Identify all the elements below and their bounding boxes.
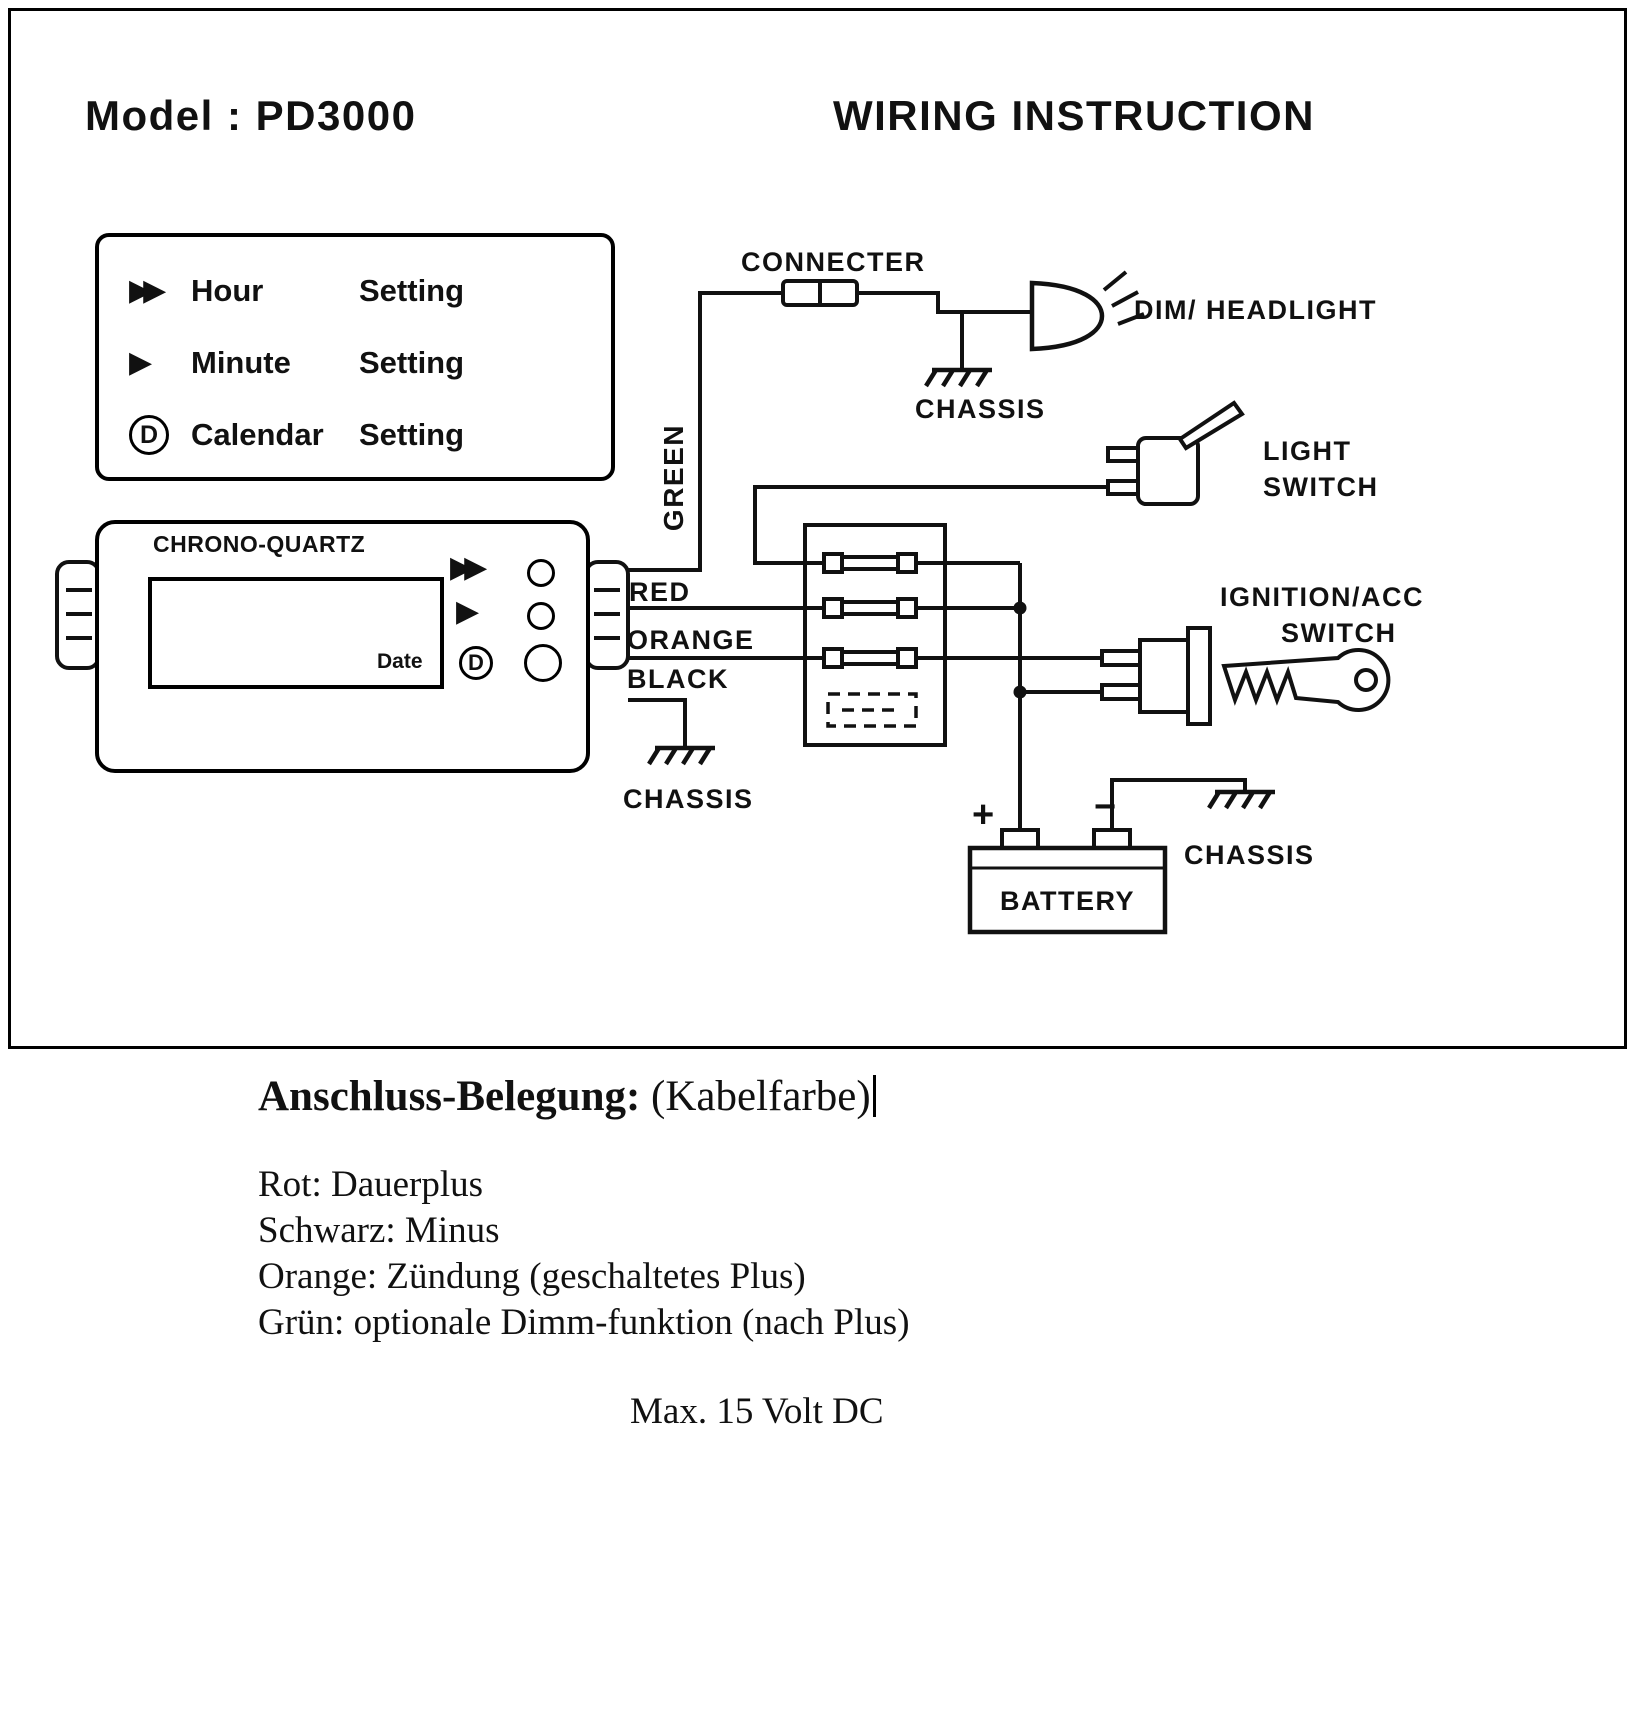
minute-arrow-icon: ▶	[129, 345, 153, 380]
black-wire-label: BLACK	[627, 664, 729, 694]
wiring-diagram-art	[55, 270, 1391, 935]
model-title: Model : PD3000	[85, 92, 417, 139]
legend-hour-label: Hour	[191, 273, 264, 308]
notes-heading: Anschluss-Belegung: (Kabelfarbe)	[258, 1072, 876, 1121]
notes-body: Rot: Dauerplus Schwarz: Minus Orange: Zü…	[258, 1162, 910, 1346]
max-voltage-note: Max. 15 Volt DC	[630, 1391, 884, 1432]
legend-calendar-setting: Setting	[359, 417, 465, 452]
ignition-switch-label-1: IGNITION/ACC	[1220, 582, 1424, 612]
text-caret	[872, 1075, 876, 1117]
device-minute-button[interactable]	[527, 602, 555, 630]
date-label: Date	[377, 650, 423, 673]
note-line-orange: Orange: Zündung (geschaltetes Plus)	[258, 1256, 806, 1297]
connecter-symbol	[781, 279, 859, 307]
wires	[628, 291, 1247, 830]
device-brand: CHRONO-QUARTZ	[153, 531, 366, 557]
light-switch-icon	[1106, 400, 1245, 506]
chassis-ground-headlight-icon	[924, 367, 992, 388]
notes-heading-suffix: (Kabelfarbe)	[640, 1073, 871, 1120]
calendar-d-icon: D	[129, 415, 191, 455]
note-line-schwarz: Schwarz: Minus	[258, 1210, 500, 1251]
battery-icon	[967, 828, 1168, 935]
green-wire-label: GREEN	[658, 424, 689, 532]
chassis-ground-clock-icon	[647, 745, 715, 766]
device-d-button[interactable]: D	[459, 646, 493, 680]
legend-row-minute: ▶ Minute Setting	[129, 327, 611, 399]
battery-minus-sign: −	[1094, 786, 1117, 828]
chassis-clock-label: CHASSIS	[623, 784, 754, 814]
light-switch-label-1: LIGHT	[1263, 436, 1352, 466]
battery-plus-sign: +	[972, 794, 995, 836]
chassis-ground-battery-icon	[1207, 789, 1275, 810]
legend-box: ▶▶ Hour Setting ▶ Minute Setting D Calen…	[95, 233, 615, 481]
legend-minute-label: Minute	[191, 345, 291, 380]
key-icon	[1221, 648, 1391, 712]
fuses	[822, 552, 918, 728]
device-hour-button-icon[interactable]: ▶▶	[450, 550, 487, 585]
legend-row-calendar: D Calendar Setting	[129, 399, 611, 471]
dim-headlight-label: DIM/ HEADLIGHT	[1134, 295, 1377, 325]
red-wire-label: RED	[629, 577, 691, 607]
connecter-label: CONNECTER	[741, 247, 926, 277]
ignition-switch-icon	[1100, 626, 1212, 726]
legend-row-hour: ▶▶ Hour Setting	[129, 255, 611, 327]
battery-label: BATTERY	[1000, 886, 1135, 916]
legend-minute-setting: Setting	[359, 345, 465, 380]
hour-double-arrow-icon: ▶▶	[129, 273, 166, 308]
notes-heading-bold: Anschluss-Belegung:	[258, 1073, 641, 1120]
note-line-rot: Rot: Dauerplus	[258, 1164, 484, 1205]
device-minute-button-icon[interactable]: ▶	[456, 594, 480, 629]
device-display	[148, 577, 444, 689]
device-set-button[interactable]	[524, 644, 562, 682]
orange-wire-label: ORANGE	[627, 625, 755, 655]
legend-hour-setting: Setting	[359, 273, 465, 308]
junction-dots	[1013, 601, 1027, 699]
chassis-headlight-label: CHASSIS	[915, 394, 1046, 424]
legend-calendar-label: Calendar	[191, 417, 324, 452]
clock-mounting-tabs	[55, 560, 630, 670]
note-line-gruen: Grün: optionale Dimm-funktion (nach Plus…	[258, 1302, 910, 1343]
device-hour-button[interactable]	[527, 559, 555, 587]
ignition-switch-label-2: SWITCH	[1281, 618, 1397, 648]
diagram-frame	[8, 8, 1627, 1049]
light-switch-label-2: SWITCH	[1263, 472, 1379, 502]
page-title: WIRING INSTRUCTION	[833, 92, 1315, 139]
chassis-battery-label: CHASSIS	[1184, 840, 1315, 870]
headlight-icon	[1029, 270, 1145, 352]
